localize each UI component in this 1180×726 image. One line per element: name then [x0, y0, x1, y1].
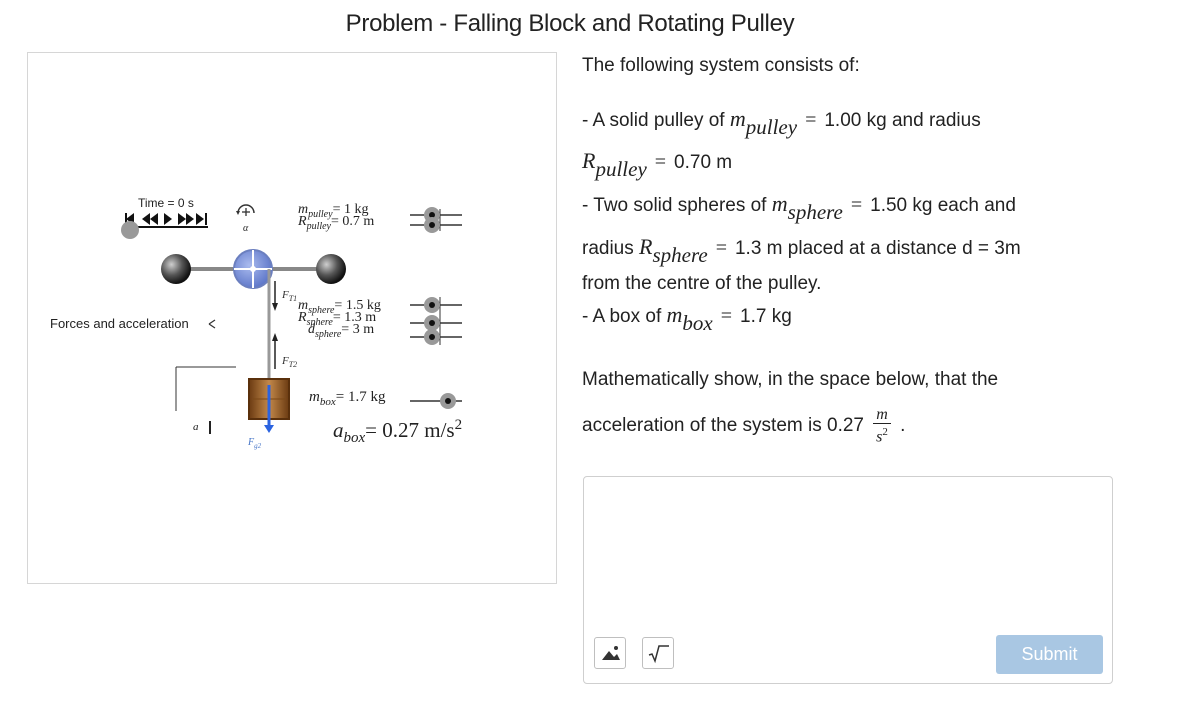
alpha-label: α [243, 223, 249, 234]
pulley-mass-line: - A solid pulley of mpulley=1.00 kg and … [582, 106, 981, 139]
fg-label: Fg2 [248, 437, 262, 450]
intro-text: The following system consists of: [582, 55, 860, 76]
pulley-radius-line: Rpulley=0.70 m [582, 148, 733, 181]
sphere-radius-line: radius Rsphere=1.3 m placed at a distanc… [582, 234, 1021, 267]
pulley-sliders[interactable] [406, 205, 466, 241]
sphere-sliders[interactable] [406, 293, 466, 349]
axes-icon [175, 366, 236, 411]
forces-checkbox-icon[interactable] [207, 318, 221, 330]
sphere-mass-line: - Two solid spheres of msphere=1.50 kg e… [582, 191, 1016, 224]
a-box-label: abox= 0.27 m/s2 [333, 417, 463, 447]
r-sphere-label: Rsphere= 1.3 m [298, 310, 377, 328]
time-label: Time = 0 s [138, 196, 194, 210]
m-sphere-label: msphere= 1.5 kg [298, 298, 381, 316]
submit-button[interactable]: Submit [996, 635, 1103, 674]
m-pulley-label: mpulley= 1 kg [298, 202, 369, 220]
right-sphere [316, 254, 346, 284]
box-mass-line: - A box of mbox=1.7 kg [582, 302, 792, 335]
left-sphere [161, 254, 191, 284]
rotation-icon [236, 204, 255, 216]
d-sphere-label: dsphere= 3 m [308, 322, 375, 340]
play-icon [164, 213, 172, 225]
ft2-label: FT2 [282, 355, 298, 370]
pulley-system [161, 249, 346, 433]
fast-forward-icon [196, 213, 204, 225]
question-line-1: Mathematically show, in the space below,… [582, 369, 999, 390]
time-slider-handle [121, 221, 139, 239]
sqrt-icon [648, 645, 669, 664]
acceleration-units-fraction: m s2 [873, 407, 891, 445]
simulation-panel[interactable]: Time = 0 s α [27, 52, 557, 584]
insert-math-button[interactable] [642, 637, 674, 669]
box-slider[interactable] [406, 389, 466, 413]
image-icon [602, 646, 620, 660]
acceleration-arrow [209, 421, 211, 434]
page-title: Problem - Falling Block and Rotating Pul… [345, 10, 795, 37]
r-pulley-label: Rpulley= 0.7 m [298, 214, 375, 232]
acceleration-label: a [193, 421, 199, 433]
m-box-label: mbox= 1.7 kg [309, 389, 386, 408]
forces-label: Forces and acceleration [50, 316, 189, 331]
distance-line: from the centre of the pulley. [582, 273, 822, 294]
question-line-2: acceleration of the system is 0.27 m s2 … [582, 406, 906, 446]
step-forward-icon [178, 213, 186, 225]
ft1-label: FT1 [282, 289, 298, 304]
step-back-icon [142, 213, 150, 225]
insert-image-button[interactable] [594, 637, 626, 669]
playback-controls[interactable] [120, 211, 216, 245]
